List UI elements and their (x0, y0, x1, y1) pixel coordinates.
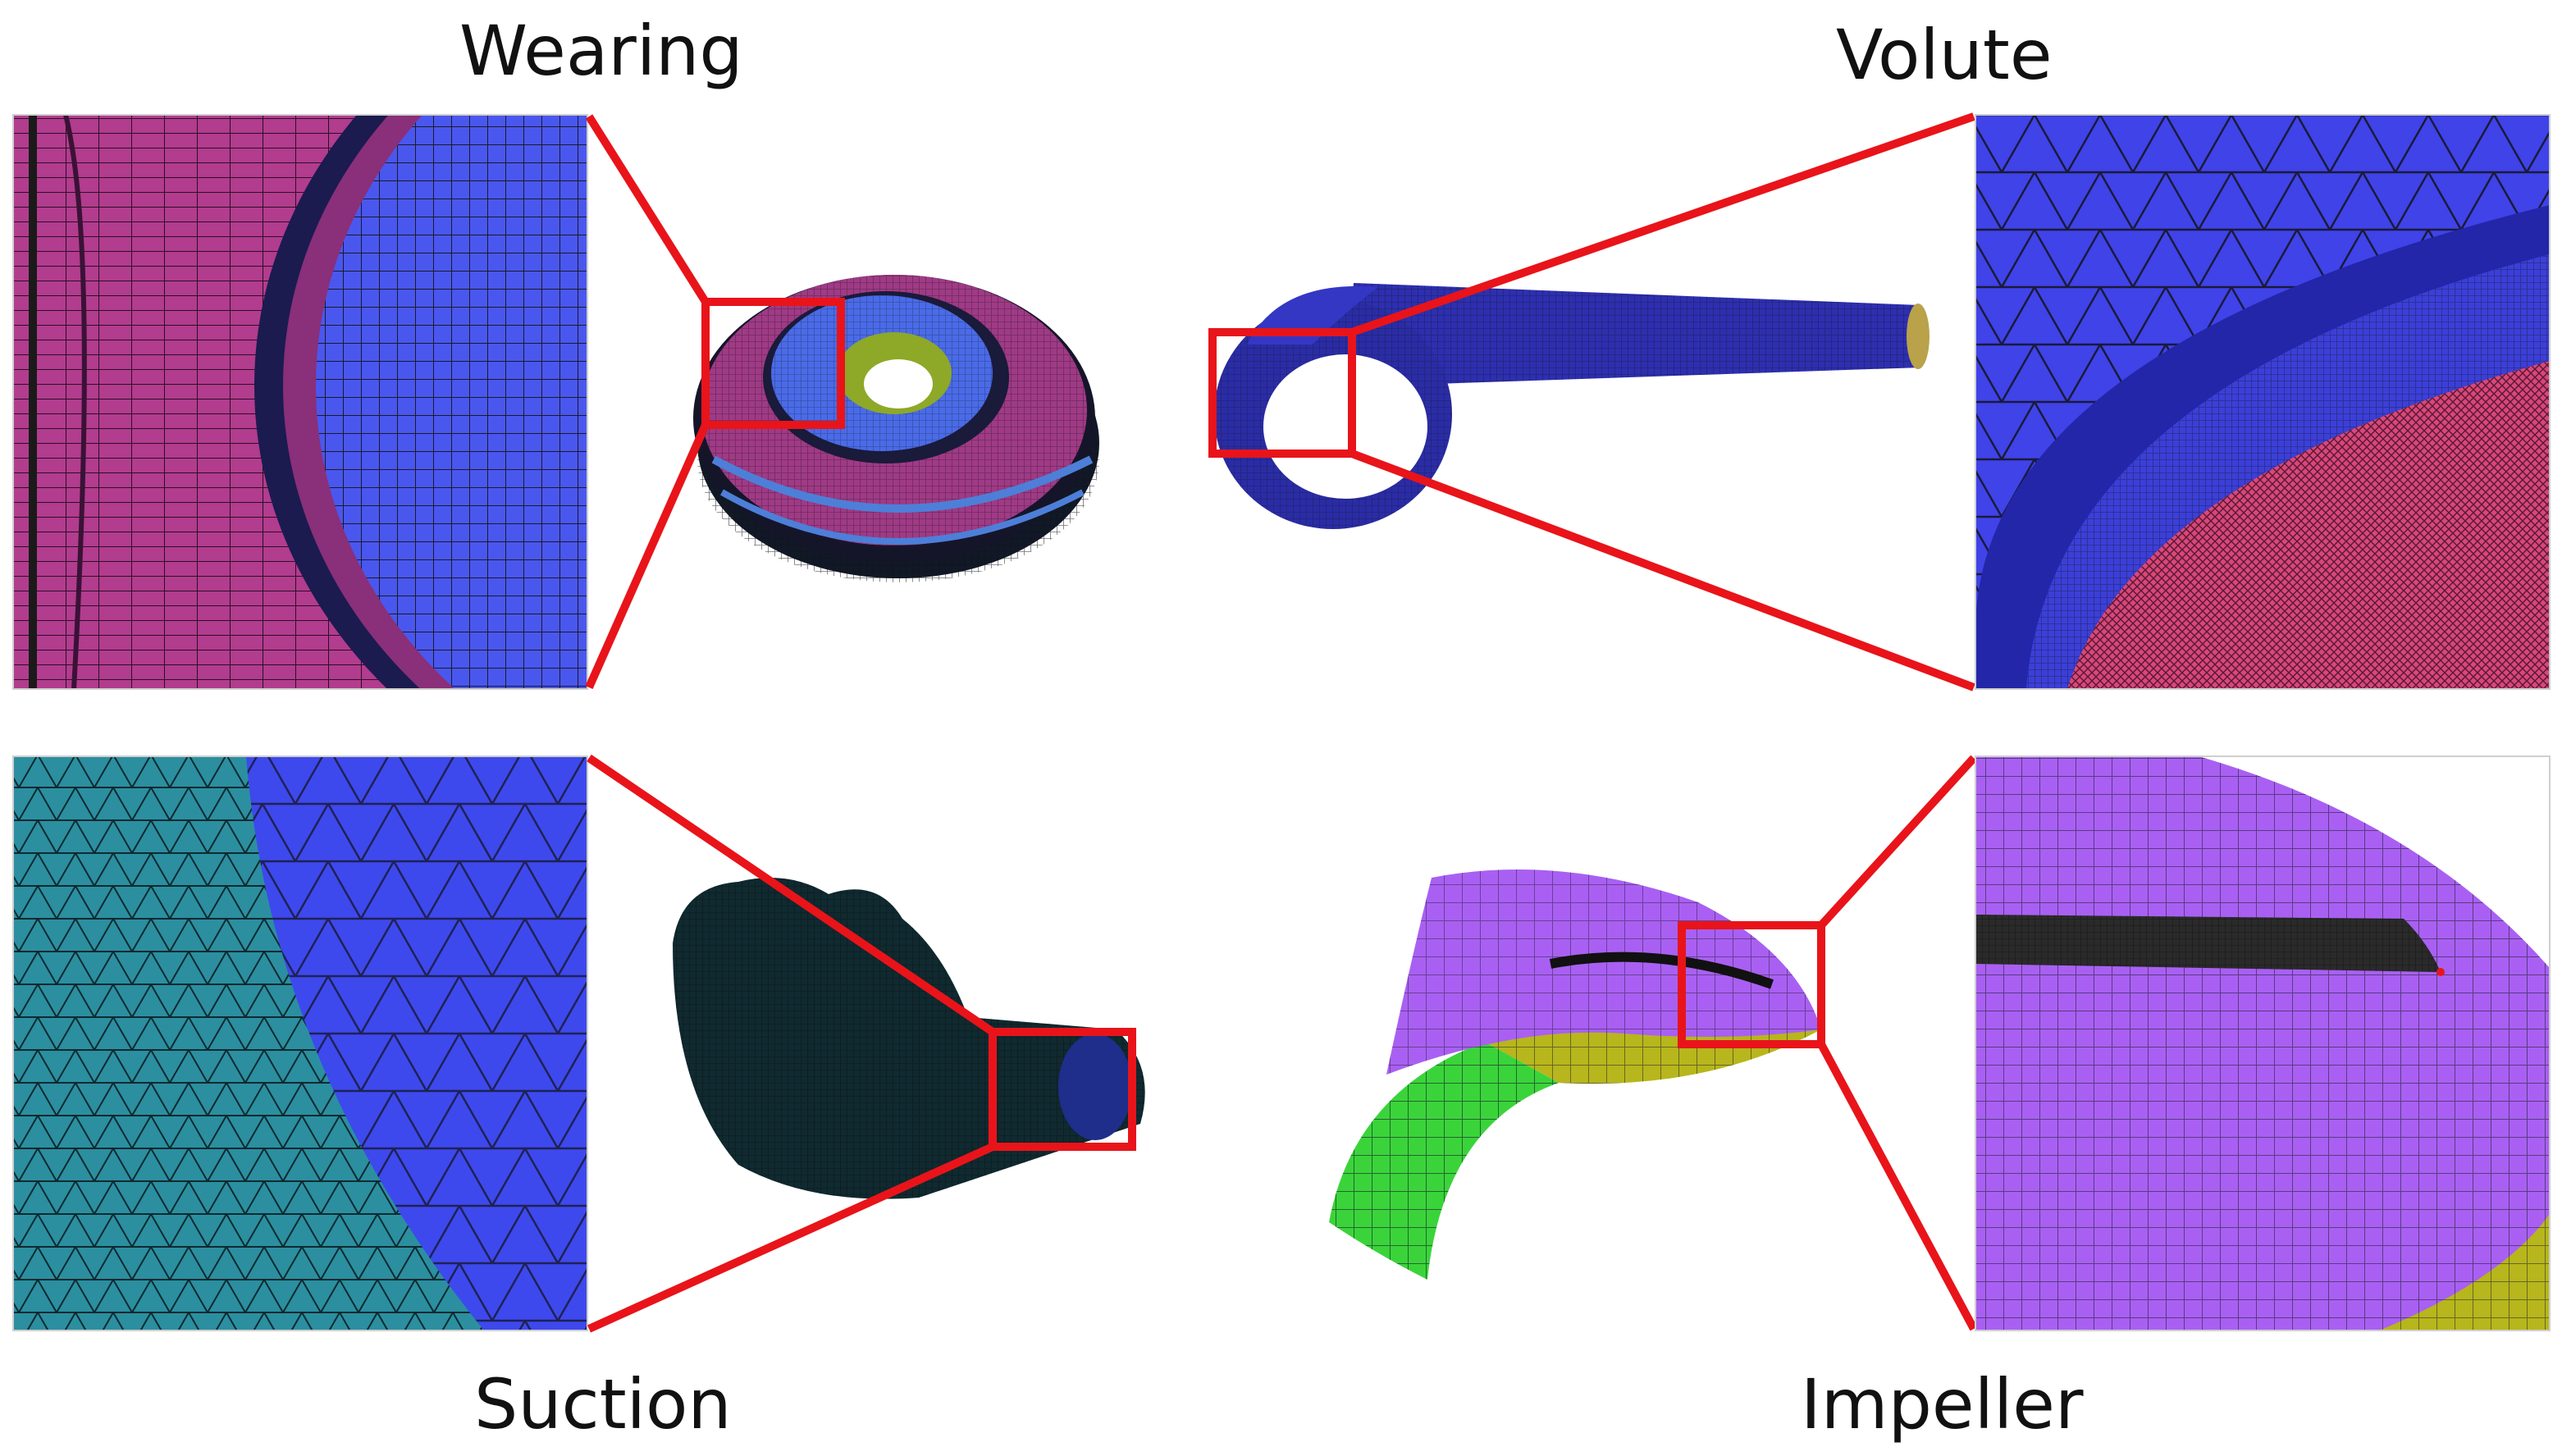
volute-highlight-box (1208, 328, 1356, 458)
suction-zoom-image (13, 756, 587, 1330)
suction-connector-bottom (587, 1143, 995, 1333)
volute-connector-top (1350, 112, 1975, 336)
wearing-model (693, 275, 1099, 582)
suction-label: Suction (474, 1364, 732, 1445)
wearing-connector-bottom (585, 422, 710, 690)
wearing-zoom-frame (12, 114, 588, 690)
suction-model (673, 878, 1145, 1199)
suction-zoom-frame (12, 755, 588, 1331)
impeller-highlight-box (1678, 921, 1825, 1048)
volute-panel (1208, 112, 2551, 691)
impeller-connector-top (1818, 755, 1977, 929)
wearing-zoom-image (13, 115, 587, 689)
wearing-panel (12, 114, 1099, 690)
impeller-model (1329, 869, 1821, 1280)
volute-connector-bottom (1350, 450, 1975, 691)
volute-zoom-frame (1975, 114, 2551, 690)
suction-connector-top (587, 754, 995, 1036)
volute-model (1214, 283, 1929, 529)
suction-panel (12, 754, 1145, 1333)
wearing-highlight-box (701, 298, 845, 429)
volute-label: Volute (1836, 15, 2053, 95)
impeller-zoom-frame (1975, 755, 2551, 1331)
impeller-label: Impeller (1801, 1364, 2084, 1445)
suction-highlight-box (989, 1028, 1136, 1151)
impeller-panel (1329, 755, 2551, 1331)
wearing-label: Wearing (459, 11, 743, 91)
wearing-connector-top (585, 114, 710, 304)
volute-zoom-image (1975, 115, 2550, 689)
impeller-zoom-image (1975, 756, 2550, 1330)
impeller-connector-bottom (1817, 1042, 1978, 1331)
